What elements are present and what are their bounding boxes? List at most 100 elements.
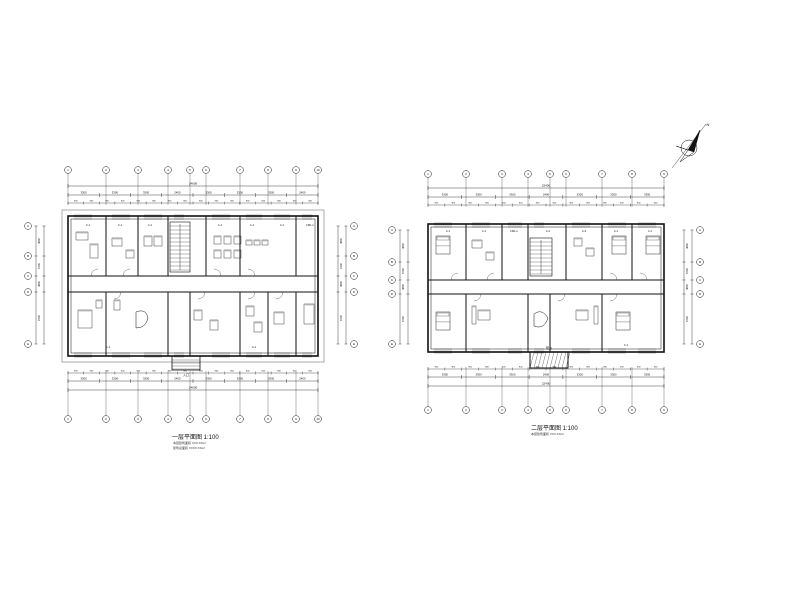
segment-dimension-text: 3300 (81, 191, 88, 195)
axis-bubble-label: 1 (427, 408, 429, 412)
axis-bubble-label: 4 (527, 408, 529, 412)
axis-bubble (264, 166, 272, 174)
axis-bubble-label: 8 (631, 172, 633, 176)
door-swing (609, 272, 618, 281)
sub-dimension-text: 900 (569, 203, 573, 205)
chair (95, 299, 103, 309)
axis-bubble (388, 226, 396, 234)
sub-dimension-text: 900 (261, 201, 265, 203)
door-swing (113, 291, 122, 300)
sub-dimension-text: 900 (637, 367, 641, 369)
side-dimension-text: 4800 (401, 284, 405, 290)
segment-dimension-text: 3300 (442, 193, 449, 197)
second-floor-plan-title: 二层平面图 1:100 (531, 426, 578, 432)
axis-bubble (292, 415, 300, 423)
sub-dimension-text: 900 (230, 371, 234, 373)
room-tag: C-3 (582, 229, 587, 233)
sub-dimension-text: 900 (502, 203, 506, 205)
axis-bubble-label: A (353, 224, 355, 228)
axis-bubble-label: 3 (501, 408, 503, 412)
segment-dimension-text: 2400 (543, 193, 550, 197)
sub-dimension-text: 900 (215, 371, 219, 373)
room-tag: FM1-1 (510, 229, 518, 233)
meeting-table (233, 235, 242, 245)
axis-bubble (696, 276, 704, 284)
axis-bubble-label: 3 (501, 172, 503, 176)
axis-bubble (388, 276, 396, 284)
desk (193, 309, 203, 321)
side-dimension-text: 1500 (401, 268, 405, 274)
sub-dimension-text: 900 (168, 371, 172, 373)
room-tag: C-1 (86, 223, 91, 227)
cabinet (303, 303, 315, 325)
axis-bubble-label: 9 (663, 408, 665, 412)
segment-dimension-text: 2400 (299, 191, 306, 195)
room-tag: C-1 (250, 223, 255, 227)
sub-dimension-text: 900 (620, 203, 624, 205)
sub-dimension-text: 900 (215, 201, 219, 203)
overall-dimension-text: 22400 (542, 382, 551, 386)
axis-bubble (598, 406, 606, 414)
segment-dimension-text: 3300 (442, 373, 449, 377)
axis-bubble (314, 415, 322, 423)
sub-dimension-text: 900 (136, 201, 140, 203)
sub-dimension-text: 900 (121, 201, 125, 203)
door-swing (197, 291, 206, 300)
segment-dimension-text: 3300 (644, 373, 651, 377)
segment-dimension-text: 3300 (143, 377, 150, 381)
axis-bubble-label: A (699, 228, 701, 232)
sub-dimension-text: 900 (536, 367, 540, 369)
axis-bubble (424, 406, 432, 414)
axis-bubble (24, 340, 32, 348)
bed (435, 311, 451, 331)
axis-bubble-label: 7 (601, 408, 603, 412)
sub-dimension-text: 900 (277, 371, 281, 373)
pillow (436, 312, 450, 317)
balcony-hatch (533, 351, 539, 369)
axis-bubble (186, 166, 194, 174)
axis-bubble (236, 166, 244, 174)
sofa (125, 249, 135, 259)
sub-dimension-text: 900 (468, 367, 472, 369)
axis-bubble (64, 166, 72, 174)
door-swing (557, 293, 566, 302)
balcony-hatch (557, 351, 563, 369)
wc-fixture (143, 235, 153, 247)
axis-bubble (350, 272, 358, 280)
stair (529, 237, 553, 277)
meeting-table (213, 249, 222, 259)
segment-dimension-text: 3300 (475, 373, 482, 377)
first-floor-total-note: 建筑总面积 XXXX.XXm² (173, 446, 206, 450)
meeting-table (233, 249, 242, 259)
axis-bubble-label: 8 (267, 417, 269, 421)
axis-bubble-label: C (27, 274, 30, 278)
sub-dimension-text: 900 (637, 203, 641, 205)
desk (209, 319, 219, 331)
sub-dimension-text: 900 (620, 367, 624, 369)
axis-bubble (696, 340, 704, 348)
axis-bubble-label: C (353, 274, 356, 278)
sub-dimension-text: 900 (136, 371, 140, 373)
segment-dimension-text: 3300 (610, 373, 617, 377)
axis-bubble-label: D (391, 292, 394, 296)
axis-bubble-label: 6 (565, 172, 567, 176)
room-tag: C-1 (482, 229, 487, 233)
overall-dimension-text: 24600 (189, 386, 198, 390)
sub-dimension-text: 900 (293, 201, 297, 203)
segment-dimension-text: 3300 (268, 191, 275, 195)
segment-dimension-text: 3300 (610, 193, 617, 197)
axis-bubble (562, 406, 570, 414)
axis-bubble-label: 2 (465, 408, 467, 412)
side-dimension-text: 1500 (401, 316, 405, 322)
exterior-wall-inner (430, 226, 662, 350)
sofa (471, 305, 477, 325)
overall-dimension-text: 22400 (542, 184, 551, 188)
axis-bubble-label: 4 (167, 168, 169, 172)
pillow (436, 236, 450, 241)
axis-bubble (134, 166, 142, 174)
north-arrow-icon: N (671, 122, 710, 169)
axis-bubble-label: C (391, 278, 394, 282)
axis-bubble-label: 1 (427, 172, 429, 176)
side-dimension-text: 1500 (685, 268, 689, 274)
segment-dimension-text: 2400 (174, 191, 181, 195)
